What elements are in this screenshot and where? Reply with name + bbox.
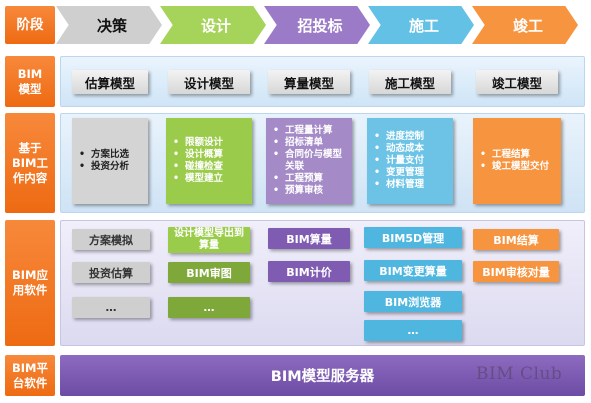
content-construction: 进度控制动态成本计量支付变更管理材料管理 (367, 118, 453, 204)
software-more-design: … (168, 297, 250, 318)
bim-software-label: BIM应 用软件 (5, 220, 55, 346)
software-bim-review: BIM审图 (168, 262, 250, 283)
content-item: 方案比选 (78, 149, 129, 161)
content-item: 工程结算 (479, 149, 549, 161)
software-more-construction: … (364, 320, 462, 341)
software-bim-pricing: BIM计价 (268, 261, 350, 282)
content-item: 合同价与模型关联 (272, 149, 348, 173)
software-bim-settlement: BIM结算 (473, 229, 559, 250)
content-item: 限额设计 (172, 137, 223, 149)
content-item: 进度控制 (373, 131, 424, 143)
content-item: 动态成本 (373, 143, 424, 155)
watermark: BIM Club (476, 364, 563, 384)
stage-decision: 决策 (56, 6, 162, 44)
content-decision: 方案比选投资分析 (72, 118, 148, 204)
stage-bidding: 招投标 (264, 6, 370, 44)
content-completion: 工程结算竣工模型交付 (473, 118, 561, 204)
design-model: 设计模型 (168, 70, 250, 94)
content-item: 碰撞检查 (172, 161, 223, 173)
content-item: 竣工模型交付 (479, 161, 549, 173)
bim-content-label: 基于 BIM工 作内容 (5, 113, 55, 213)
completion-model: 竣工模型 (476, 70, 558, 94)
software-bim5d: BIM5D管理 (364, 227, 462, 248)
content-item: 投资分析 (78, 161, 129, 173)
bim-platform-label: BIM平 台软件 (5, 355, 55, 396)
software-more-decision: … (72, 297, 150, 318)
bim-model-server-label: BIM模型服务器 (270, 369, 375, 385)
software-scheme-simulation: 方案模拟 (72, 229, 150, 250)
stage-design: 设计 (160, 6, 266, 44)
content-item: 预算审核 (272, 185, 348, 197)
stage-construction: 施工 (368, 6, 474, 44)
software-bim-audit: BIM审核对量 (473, 261, 559, 282)
content-item: 工程量计算 (272, 125, 348, 137)
content-item: 材料管理 (373, 179, 424, 191)
content-bidding: 工程量计算招标清单合同价与模型关联工程预算预算审核 (266, 118, 352, 204)
bim-model-server: BIM模型服务器 (60, 355, 585, 396)
software-design-export: 设计模型导出到算量 (168, 227, 250, 253)
software-bim-browser: BIM浏览器 (364, 291, 462, 312)
content-item: 工程预算 (272, 173, 348, 185)
quantity-model: 算量模型 (268, 70, 350, 94)
software-bim-quantity: BIM算量 (268, 228, 350, 249)
content-item: 变更管理 (373, 167, 424, 179)
content-item: 模型建立 (172, 173, 223, 185)
content-item: 设计概算 (172, 149, 223, 161)
bim-model-label: BIM 模型 (5, 56, 55, 107)
construction-model: 施工模型 (369, 70, 451, 94)
content-item: 招标清单 (272, 137, 348, 149)
content-design: 限额设计设计概算碰撞检查模型建立 (166, 118, 252, 204)
stage-label: 阶段 (5, 6, 55, 44)
software-bim-change-quantity: BIM变更算量 (364, 260, 462, 281)
content-item: 计量支付 (373, 155, 424, 167)
stage-completion: 竣工 (472, 6, 578, 44)
software-investment-estimate: 投资估算 (72, 262, 150, 283)
estimate-model: 估算模型 (72, 70, 148, 94)
